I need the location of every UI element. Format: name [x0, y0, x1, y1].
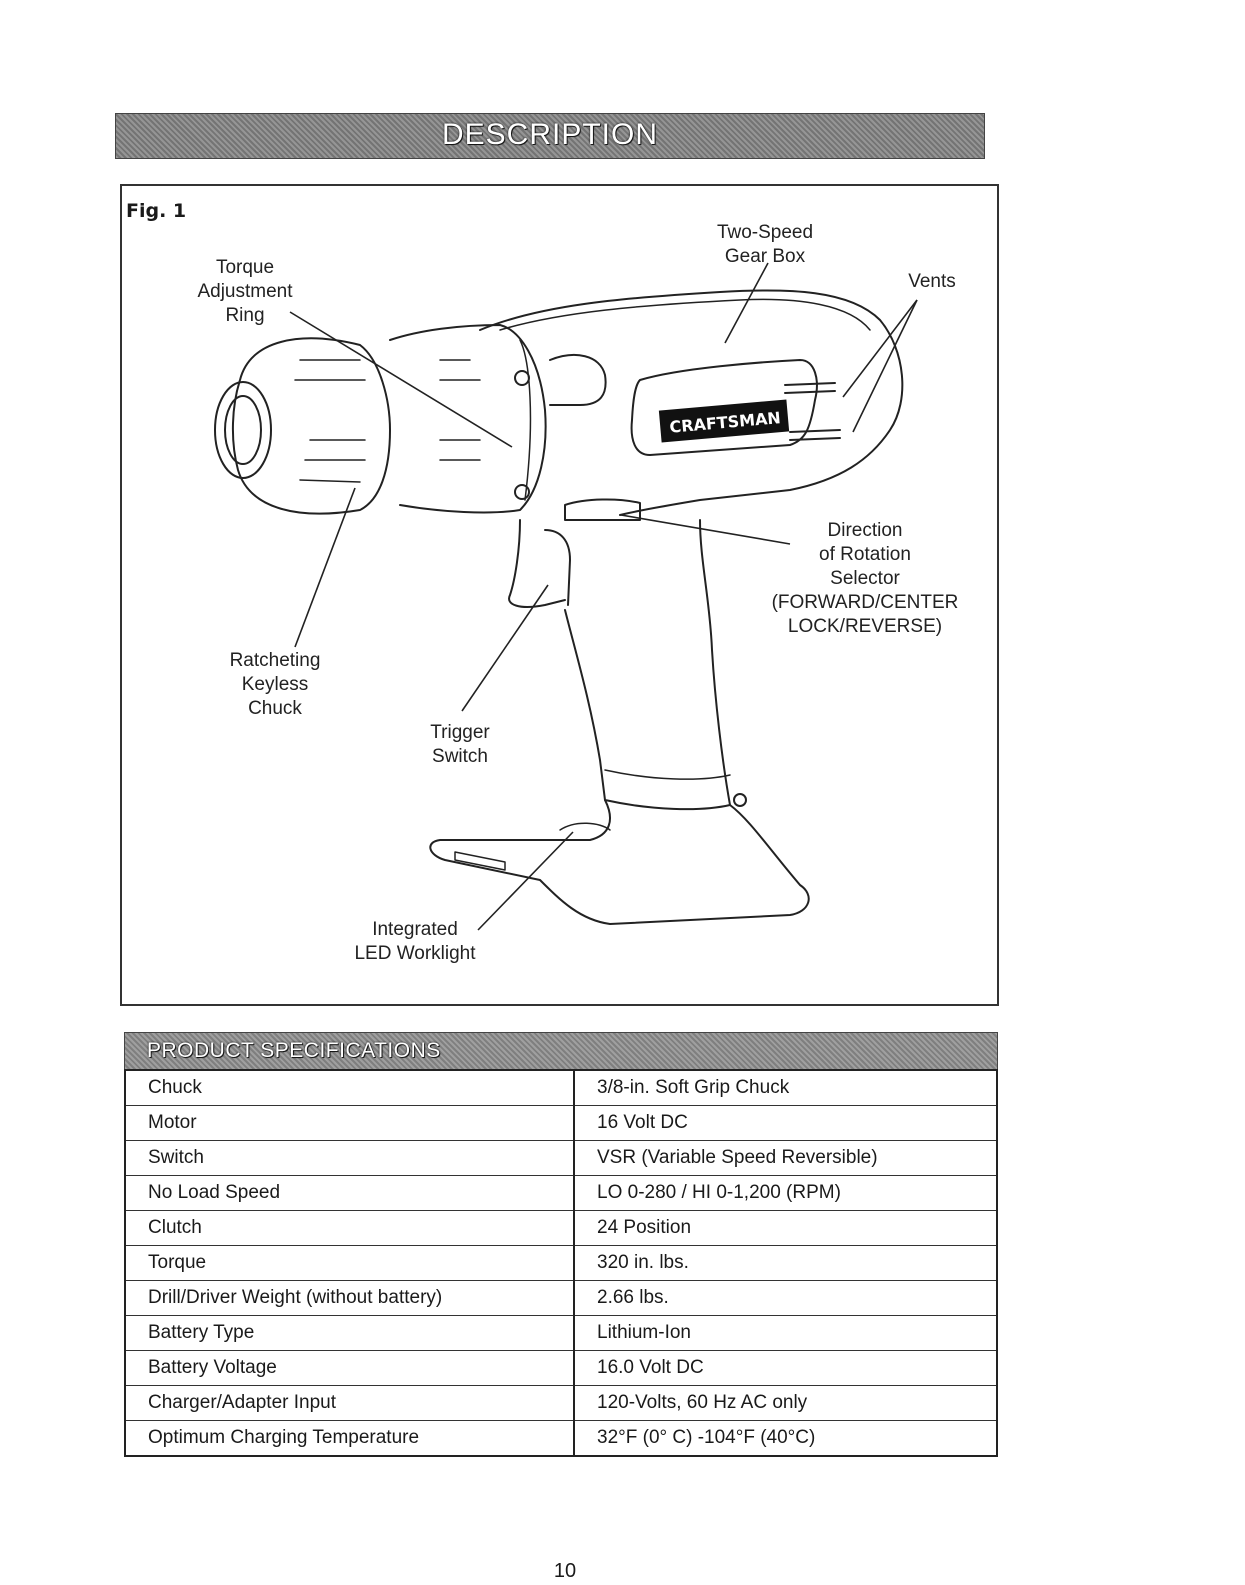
- callout-worklight: Integrated LED Worklight: [354, 919, 476, 964]
- section-title: DESCRIPTION: [441, 118, 659, 151]
- spec-value: VSR (Variable Speed Reversible): [574, 1140, 997, 1176]
- spec-name: Optimum Charging Temperature: [125, 1420, 575, 1457]
- spec-name: Battery Type: [125, 1315, 575, 1351]
- callout-direction-selector: Direction of Rotation Selector (FORWARD/…: [771, 520, 959, 637]
- spec-name: Drill/Driver Weight (without battery): [125, 1280, 575, 1316]
- callout-torque-ring: Torque Adjustment Ring: [197, 257, 293, 326]
- spec-value: 3/8-in. Soft Grip Chuck: [574, 1070, 997, 1106]
- spec-name: Chuck: [125, 1070, 575, 1106]
- spec-name: Motor: [125, 1105, 575, 1141]
- spec-value: 16 Volt DC: [574, 1105, 997, 1141]
- table-row: Drill/Driver Weight (without battery)2.6…: [125, 1280, 997, 1316]
- spec-value: 2.66 lbs.: [574, 1280, 997, 1316]
- specs-header: PRODUCT SPECIFICATIONS: [124, 1032, 998, 1069]
- spec-value: 16.0 Volt DC: [574, 1350, 997, 1386]
- figure-frame: [120, 184, 999, 1006]
- spec-value: 24 Position: [574, 1210, 997, 1246]
- page-number: 10: [553, 1560, 577, 1582]
- spec-name: Clutch: [125, 1210, 575, 1246]
- callout-gear-box: Two-Speed Gear Box: [716, 222, 814, 267]
- spec-value: 320 in. lbs.: [574, 1245, 997, 1281]
- figure-label: Fig. 1: [126, 200, 187, 222]
- spec-value: 120-Volts, 60 Hz AC only: [574, 1385, 997, 1421]
- callout-vents: Vents: [908, 271, 956, 292]
- specs-title: PRODUCT SPECIFICATIONS: [147, 1039, 441, 1062]
- spec-value: LO 0-280 / HI 0-1,200 (RPM): [574, 1175, 997, 1211]
- spec-name: Battery Voltage: [125, 1350, 575, 1386]
- description-banner: DESCRIPTION: [115, 113, 985, 159]
- spec-value: Lithium-Ion: [574, 1315, 997, 1351]
- callout-trigger: Trigger Switch: [430, 722, 490, 767]
- spec-name: Switch: [125, 1140, 575, 1176]
- spec-value: 32°F (0° C) -104°F (40°C): [574, 1420, 997, 1457]
- spec-name: Torque: [125, 1245, 575, 1281]
- spec-name: Charger/Adapter Input: [125, 1385, 575, 1421]
- spec-name: No Load Speed: [125, 1175, 575, 1211]
- callout-chuck: Ratcheting Keyless Chuck: [229, 650, 321, 719]
